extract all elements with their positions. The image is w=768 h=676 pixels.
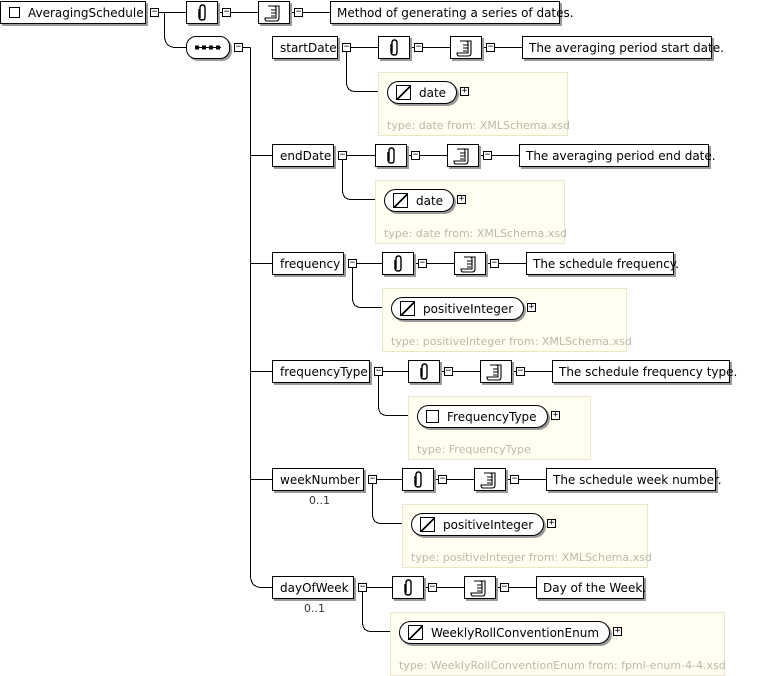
element-documentation: The averaging period start date. xyxy=(522,36,724,59)
paperclip-icon xyxy=(378,36,410,59)
collapse-toggle[interactable]: − xyxy=(222,7,231,17)
type-info: type: date from: XMLSchema.xsd xyxy=(387,119,570,132)
paperclip-glyph xyxy=(414,471,422,488)
element-startDate[interactable]: startDate xyxy=(272,36,338,59)
type-panel: positiveInteger type: positiveInteger fro… xyxy=(402,504,652,568)
paperclip-glyph xyxy=(394,255,402,272)
collapse-toggle[interactable]: − xyxy=(368,474,377,484)
expand-toggle[interactable]: + xyxy=(460,86,469,96)
complex-type-icon xyxy=(426,410,439,423)
type-name[interactable]: date xyxy=(387,81,458,104)
element-documentation: The schedule frequency type. xyxy=(552,360,737,383)
paperclip-icon xyxy=(186,1,218,24)
element-endDate[interactable]: endDate xyxy=(272,144,334,167)
expand-toggle[interactable]: + xyxy=(551,410,560,420)
collapse-toggle[interactable]: − xyxy=(516,366,525,376)
element-documentation: The schedule week number. xyxy=(546,468,722,491)
type-info: type: positiveInteger from: XMLSchema.xs… xyxy=(391,335,632,348)
collapse-toggle[interactable]: − xyxy=(483,150,492,160)
scroll-icon xyxy=(464,576,496,599)
type-info: type: FrequencyType xyxy=(417,443,531,456)
collapse-toggle[interactable]: − xyxy=(338,150,347,160)
type-name[interactable]: positiveInteger xyxy=(411,513,545,536)
collapse-toggle[interactable]: − xyxy=(414,42,423,52)
paperclip-icon xyxy=(408,360,440,383)
simple-type-icon xyxy=(400,301,415,316)
element-documentation: Day of the Week. xyxy=(536,576,646,599)
element-documentation: The averaging period end date. xyxy=(519,144,716,167)
type-name-label: date xyxy=(416,193,444,208)
collapse-toggle[interactable]: − xyxy=(510,474,519,484)
collapse-toggle[interactable]: − xyxy=(294,7,303,17)
collapse-toggle[interactable]: − xyxy=(342,42,351,52)
type-panel: date type: date from: XMLSchema.xsd xyxy=(378,72,570,136)
collapse-toggle[interactable]: − xyxy=(418,258,427,268)
type-panel: FrequencyType type: FrequencyType xyxy=(408,396,591,460)
type-name[interactable]: date xyxy=(384,189,455,212)
simple-type-icon xyxy=(408,625,423,640)
sequence-compositor-icon[interactable] xyxy=(186,36,230,59)
root-documentation: Method of generating a series of dates. xyxy=(330,1,574,24)
type-name[interactable]: FrequencyType xyxy=(417,405,548,428)
root-element-name: AveragingSchedule xyxy=(28,5,144,20)
type-panel: date type: date from: XMLSchema.xsd xyxy=(375,180,567,244)
simple-type-icon xyxy=(393,193,408,208)
type-info: type: WeeklyRollConventionEnum from: fpm… xyxy=(399,659,726,672)
type-info: type: positiveInteger from: XMLSchema.xs… xyxy=(411,551,652,564)
type-name-label: FrequencyType xyxy=(447,409,537,424)
paperclip-icon xyxy=(382,252,414,275)
collapse-toggle[interactable]: − xyxy=(438,474,447,484)
type-name-label: date xyxy=(419,85,447,100)
collapse-toggle[interactable]: − xyxy=(500,582,509,592)
paperclip-icon xyxy=(402,468,434,491)
simple-type-icon xyxy=(396,85,411,100)
expand-toggle[interactable]: + xyxy=(527,302,536,312)
scroll-icon xyxy=(474,468,506,491)
expand-toggle[interactable]: + xyxy=(547,518,556,528)
element-frequency[interactable]: frequency xyxy=(272,252,344,275)
type-panel: WeeklyRollConventionEnum type: WeeklyRoll… xyxy=(390,612,726,676)
collapse-toggle[interactable]: − xyxy=(234,42,243,52)
collapse-toggle[interactable]: − xyxy=(490,258,499,268)
paperclip-glyph xyxy=(404,579,412,596)
expand-toggle[interactable]: + xyxy=(613,626,622,636)
scroll-icon xyxy=(447,144,479,167)
type-name-label: positiveInteger xyxy=(443,517,534,532)
collapse-toggle[interactable]: − xyxy=(444,366,453,376)
root-element[interactable]: AveragingSchedule xyxy=(0,1,146,24)
cardinality: 0..1 xyxy=(304,602,325,615)
collapse-toggle[interactable]: − xyxy=(358,582,367,592)
type-name[interactable]: positiveInteger xyxy=(391,297,525,320)
paperclip-icon xyxy=(375,144,407,167)
element-weekNumber[interactable]: weekNumber xyxy=(272,468,364,491)
scroll-icon xyxy=(454,252,486,275)
expand-toggle[interactable]: + xyxy=(457,194,466,204)
paperclip-glyph xyxy=(387,147,395,164)
collapse-toggle[interactable]: − xyxy=(411,150,420,160)
collapse-toggle[interactable]: − xyxy=(486,42,495,52)
type-name-label: positiveInteger xyxy=(423,301,514,316)
collapse-toggle[interactable]: − xyxy=(150,7,159,17)
element-frequencyType[interactable]: frequencyType xyxy=(272,360,370,383)
collapse-toggle[interactable]: − xyxy=(348,258,357,268)
type-panel: positiveInteger type: positiveInteger fro… xyxy=(382,288,632,352)
scroll-icon xyxy=(450,36,482,59)
paperclip-glyph xyxy=(420,363,428,380)
type-name[interactable]: WeeklyRollConventionEnum xyxy=(399,621,611,644)
scroll-icon xyxy=(258,1,290,24)
element-dayOfWeek[interactable]: dayOfWeek xyxy=(272,576,354,599)
simple-type-icon xyxy=(420,517,435,532)
collapse-toggle[interactable]: − xyxy=(428,582,437,592)
scroll-icon xyxy=(480,360,512,383)
element-documentation: The schedule frequency. xyxy=(526,252,679,275)
type-info: type: date from: XMLSchema.xsd xyxy=(384,227,567,240)
cardinality: 0..1 xyxy=(309,494,330,507)
type-name-label: WeeklyRollConventionEnum xyxy=(431,625,600,640)
paperclip-icon xyxy=(392,576,424,599)
collapse-toggle[interactable]: − xyxy=(374,366,383,376)
paperclip-glyph xyxy=(390,39,398,56)
complex-element-icon xyxy=(9,7,20,18)
